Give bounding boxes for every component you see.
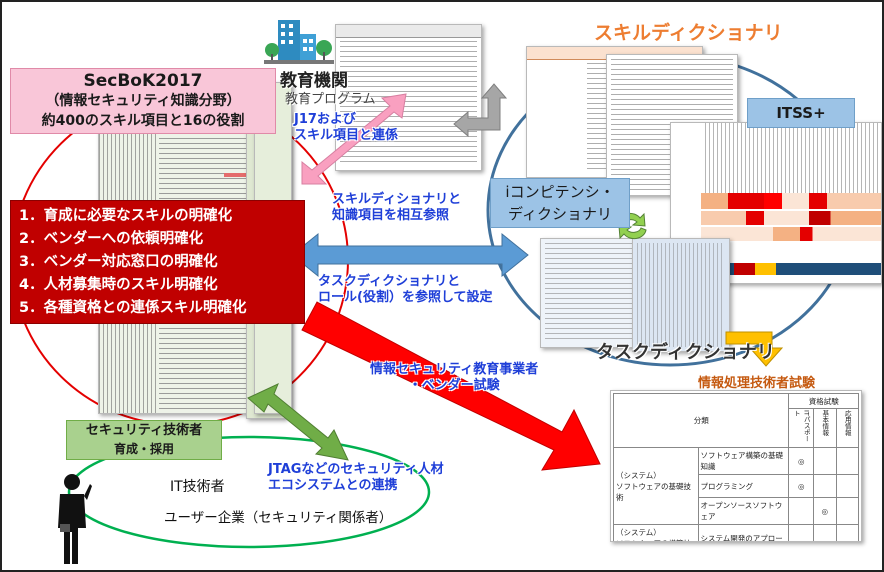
exam-mark-2-1: ◎ [788, 474, 815, 498]
benefit-1: 1．育成に必要なスキルの明確化 [19, 208, 233, 224]
education-doc-header [336, 25, 481, 38]
j17-annotation: J17および スキル項目と連係 [294, 112, 399, 143]
vendor-annotation: 情報セキュリティ教育事業者 ・ベンダー試験 [370, 362, 539, 393]
education-doc [335, 24, 482, 171]
benefit-2: 2．ベンダーへの依頼明確化 [19, 231, 204, 247]
orange-bent-arrow [725, 331, 784, 367]
exam-row-3: オープンソースソフトウェア ◎ [614, 497, 859, 525]
itss-box: ITSS+ [747, 98, 855, 128]
exam-mark-3-2: ◎ [813, 497, 837, 525]
exam-code-3: 応用情報 [835, 408, 859, 448]
exam-mark-2-2 [813, 474, 837, 498]
exam-mark-1-3 [835, 447, 859, 475]
task-dictionary-sheet-2 [632, 238, 730, 352]
benefit-5: 5．各種資格との連係スキル明確化 [19, 300, 247, 316]
exam-mark-4-1 [788, 524, 815, 541]
benefit-3: 3．ベンダー対応窓口の明確化 [19, 254, 218, 270]
exam-row-1: （システム） ソフトウェアの基礎技術 ソフトウェア構築の基礎知識 ◎ [613, 447, 859, 525]
secbok-field: （情報セキュリティ知識分野） [45, 93, 241, 109]
itss-matrix [670, 122, 882, 284]
itss-row-red [701, 193, 881, 209]
exam-mark-2-3 [835, 474, 859, 498]
education-title: 教育機関 [280, 71, 348, 91]
security-engineer-box: セキュリティ技術者 育成・採用 [66, 420, 222, 460]
skill-pink-double-arrow [301, 93, 407, 185]
secbok-sheet-accent-1 [224, 173, 264, 177]
task-dictionary-label: タスクディクショナリ [596, 342, 775, 363]
school-building-icon [264, 20, 334, 64]
jtag-annotation: JTAGなどのセキュリティ人材 エコシステムとの連携 [268, 462, 444, 493]
itss-row-2 [701, 211, 881, 225]
it-engineer-label: IT技術者 [170, 479, 225, 495]
exam-mark-4-3 [835, 524, 859, 541]
person-icon [58, 474, 92, 564]
vendor-red-arrow [301, 301, 601, 471]
benefit-4: 4．人材募集時のスキル明確化 [19, 277, 218, 293]
task-sheet-2-cols [637, 243, 725, 347]
skill-ref-annotation: スキルディショナリと 知識項目を相互参照 [332, 192, 462, 223]
skill-dictionary-label: スキルディクショナリ [594, 22, 783, 44]
exam-mark-1-1: ◎ [788, 447, 815, 475]
task-blue-double-arrow [291, 232, 529, 278]
green-ring [67, 435, 431, 549]
exam-label: 情報処理技術者試験 [698, 376, 816, 391]
exam-row-4: （システム） ソフトウェアの構築技術 システム開発のアプローチ ○ [613, 524, 859, 541]
gray-double-arrow [453, 83, 508, 138]
exam-mark-3-3 [835, 497, 859, 525]
exam-group-1: （システム） ソフトウェアの基礎技術 [613, 447, 699, 525]
exam-code-1: ITパスポート [788, 408, 815, 448]
exam-item-2: プログラミング [697, 474, 790, 498]
itss-matrix-columns [705, 123, 881, 193]
icompetency-box: iコンピテンシ・ ディクショナリ [490, 178, 630, 228]
exam-code-2: 基本情報 [813, 408, 837, 448]
security-engineer-title: セキュリティ技術者 [85, 423, 203, 438]
exam-mark-3-1 [788, 497, 815, 525]
exam-mark-1-2 [813, 447, 837, 475]
education-doc-rows [340, 41, 477, 166]
exam-item-3: オープンソースソフトウェア [697, 497, 790, 525]
exam-item-1: ソフトウェア構築の基礎知識 [697, 447, 790, 475]
exam-header-exam: 資格試験 [788, 393, 859, 409]
security-engineer-sub: 育成・採用 [113, 442, 174, 456]
exam-mark-4-2: ○ [813, 524, 837, 541]
education-subtitle: 教育プログラム [285, 92, 376, 107]
secbok-box: SecBoK2017 （情報セキュリティ知識分野） 約400のスキル項目と16の… [10, 68, 276, 134]
task-ref-annotation: タスクディクショナリと ロール(役割）を参照して設定 [318, 274, 493, 305]
task-sheet-rows [545, 243, 637, 343]
exam-item-4: システム開発のアプローチ [697, 524, 790, 541]
task-dictionary-sheet [540, 238, 642, 348]
exam-header-row: 分類 資格試験 [612, 393, 859, 448]
secbok-title: SecBoK2017 [83, 71, 203, 91]
user-company-label: ユーザー企業（セキュリティ関係者） [164, 510, 393, 526]
exam-table-grid: 分類 資格試験 ITパスポート 基本情報 応用情報 （システム） ソフトウェアの… [612, 393, 859, 541]
secbok-count: 約400のスキル項目と16の役割 [41, 113, 245, 129]
benefits-box: 1．育成に必要なスキルの明確化 2．ベンダーへの依頼明確化 3．ベンダー対応窓口… [10, 200, 305, 324]
jtag-green-double-arrow [247, 383, 349, 461]
itss-row-3 [701, 227, 881, 241]
exam-table: 分類 資格試験 ITパスポート 基本情報 応用情報 （システム） ソフトウェアの… [610, 390, 862, 542]
exam-header-category: 分類 [612, 393, 790, 448]
exam-group-2: （システム） ソフトウェアの構築技術 [613, 524, 699, 541]
